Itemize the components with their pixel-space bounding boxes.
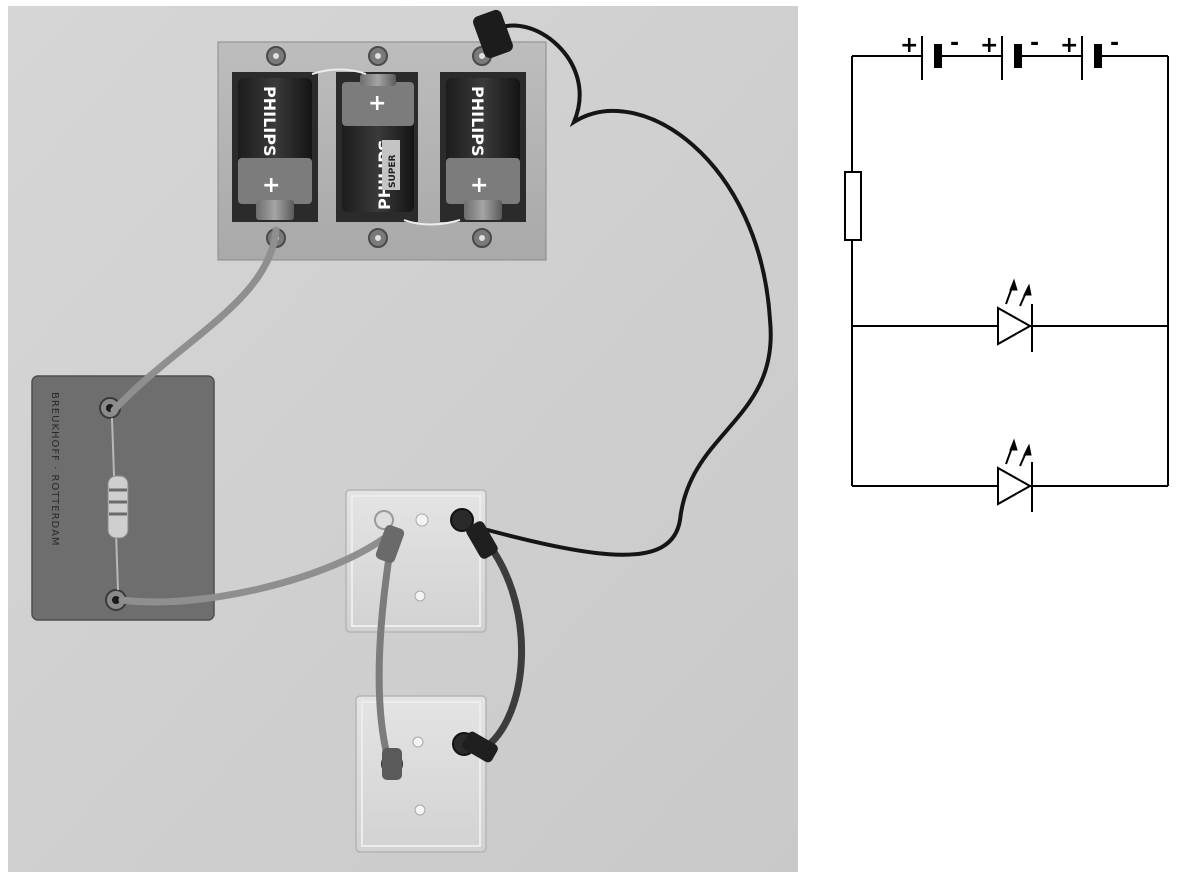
battery-model-label: SUPER (388, 154, 398, 188)
wire-battery-to-resistor (110, 226, 280, 414)
wire-led-cathodes (476, 530, 526, 754)
circuit-schematic: + - + - + - (844, 31, 1169, 512)
schematic-led-2 (997, 438, 1033, 512)
battery-polarity-label: + (368, 91, 386, 116)
circuit-photo: PHILIPS + + PHILIPS SUPER PHILIPS + BREU… (8, 6, 798, 872)
resistor-body (107, 475, 129, 539)
board-label: BREUKHOFF · ROTTERDAM (49, 392, 60, 547)
battery-brand-label: PHILIPS (260, 86, 279, 156)
resistor-board: BREUKHOFF · ROTTERDAM (31, 375, 215, 621)
battery-cell-3: PHILIPS + (446, 78, 520, 220)
wire-resistor-to-led (118, 530, 394, 606)
schematic-resistor (844, 171, 862, 241)
led-holder-2 (355, 695, 487, 853)
cell-positive-label: + (900, 33, 918, 58)
cell-negative-label: - (1110, 31, 1119, 56)
battery-interconnect-wires (311, 68, 461, 226)
battery-polarity-label: + (262, 173, 280, 198)
led-holder-1 (345, 489, 487, 633)
cell-negative-label: - (1030, 31, 1039, 56)
connection-wires (110, 9, 773, 780)
wire-battery-to-cathode (478, 23, 773, 557)
wire-led-anodes (375, 534, 396, 770)
schematic-cell-1: + - (900, 31, 959, 80)
battery-brand-label: PHILIPS (468, 86, 487, 156)
battery-cell-2: + PHILIPS SUPER (342, 74, 414, 212)
cell-negative-label: - (950, 31, 959, 56)
battery-cell-1: PHILIPS + (238, 78, 312, 220)
schematic-cell-3: + - (1060, 31, 1119, 80)
schematic-led-1 (997, 278, 1033, 352)
battery-polarity-label: + (470, 173, 488, 198)
cell-positive-label: + (980, 33, 998, 58)
cell-positive-label: + (1060, 33, 1078, 58)
schematic-cell-2: + - (980, 31, 1039, 80)
